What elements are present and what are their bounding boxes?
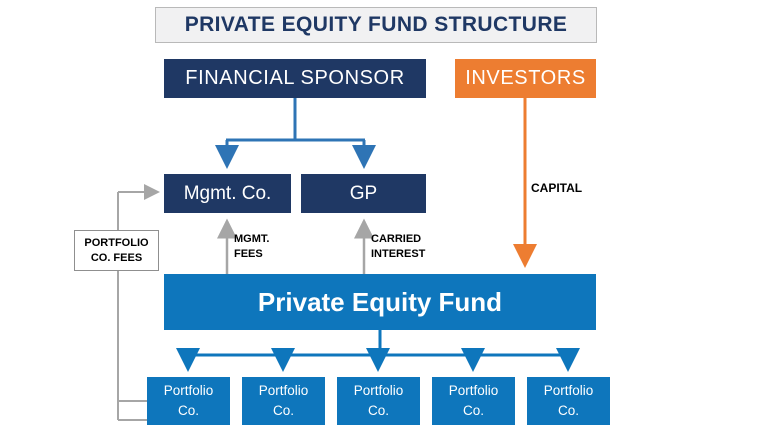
diagram-title: PRIVATE EQUITY FUND STRUCTURE	[155, 7, 597, 43]
portfolio-co-fees-flow-label: PORTFOLIO CO. FEES	[74, 230, 159, 271]
investors-node: INVESTORS	[455, 59, 596, 98]
capital-flow-label: CAPITAL	[531, 181, 583, 195]
mgmt-fees-flow-label: MGMT. FEES	[234, 233, 270, 260]
portfolio-co-node: Portfolio Co.	[147, 377, 230, 425]
sponsor-tree-connector	[215, 98, 376, 169]
carried-interest-flow-label: CARRIED INTEREST	[371, 233, 426, 260]
portfolio-co-node: Portfolio Co.	[432, 377, 515, 425]
portfolio-co-node: Portfolio Co.	[242, 377, 325, 425]
portfolio-co-node: Portfolio Co.	[337, 377, 420, 425]
portfolio-co-node: Portfolio Co.	[527, 377, 610, 425]
mgmt-co-node: Mgmt. Co.	[164, 174, 291, 213]
gp-node: GP	[301, 174, 426, 213]
private-equity-fund-node: Private Equity Fund	[164, 274, 596, 330]
fund-tree-connector	[176, 330, 580, 372]
financial-sponsor-node: FINANCIAL SPONSOR	[164, 59, 426, 98]
